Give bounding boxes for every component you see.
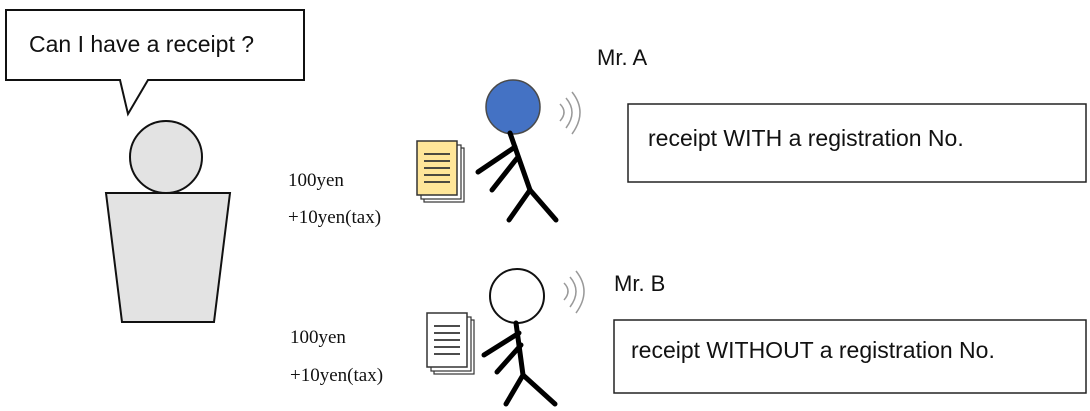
sound-waves-b-icon <box>563 270 585 314</box>
tax-b-label: +10yen(tax) <box>290 365 384 386</box>
merchant-a-label: Mr. A <box>597 45 648 70</box>
customer-figure <box>104 120 232 323</box>
receipt-a-box <box>627 103 1087 183</box>
tax-a-label: +10yen(tax) <box>288 207 382 228</box>
merchant-a-figure <box>475 79 559 223</box>
price-a-label: 100yen <box>288 170 344 191</box>
price-b-label: 100yen <box>290 327 346 348</box>
document-b-icon <box>426 312 475 375</box>
sound-waves-a-icon <box>559 91 581 135</box>
receipt-b-box <box>613 319 1087 394</box>
document-a-icon <box>416 140 465 203</box>
speech-bubble-text: Can I have a receipt ? <box>29 31 255 57</box>
speech-bubble <box>5 9 305 117</box>
receipt-a-text: receipt WITH a registration No. <box>648 125 964 151</box>
merchant-b-label: Mr. B <box>614 271 666 296</box>
receipt-b-text: receipt WITHOUT a registration No. <box>631 337 995 363</box>
merchant-b-figure <box>481 268 558 407</box>
